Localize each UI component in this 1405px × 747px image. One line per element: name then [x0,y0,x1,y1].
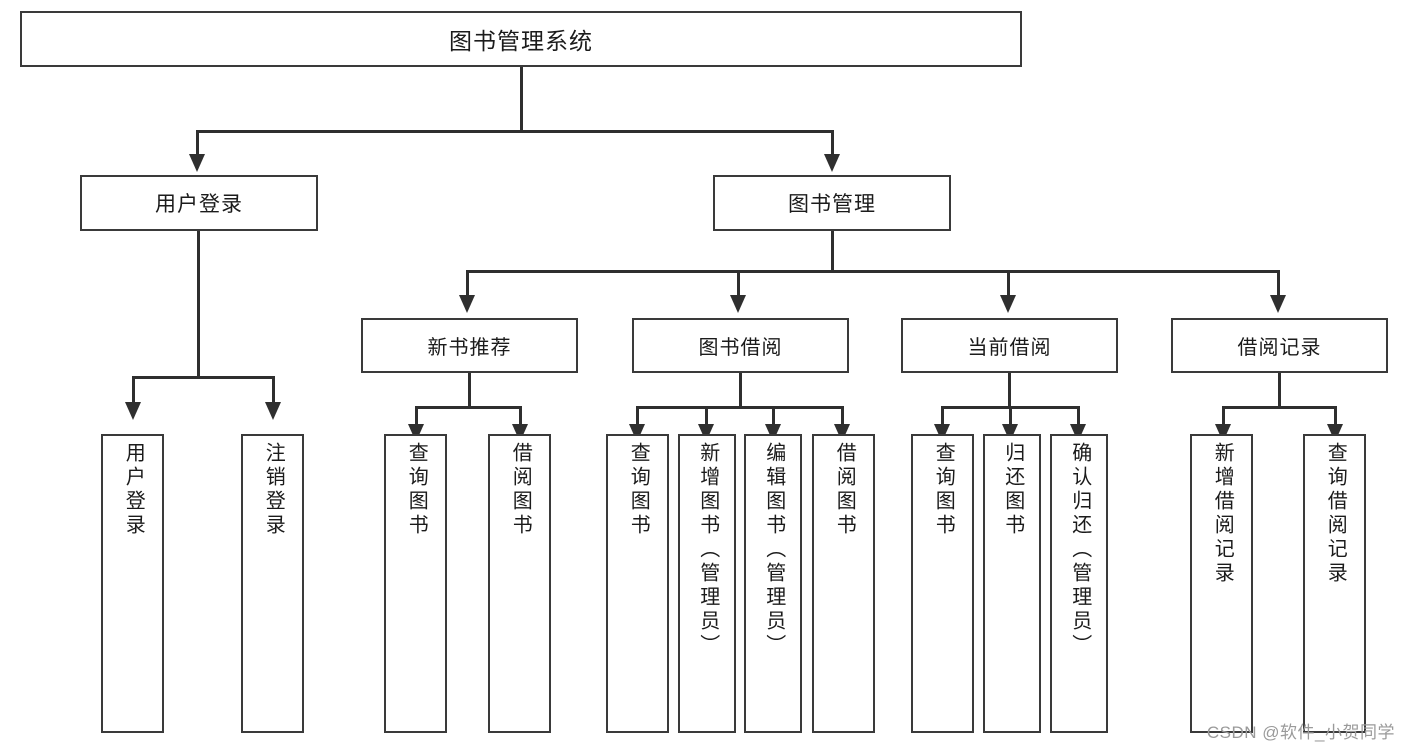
arrowhead-leaf-user-login-0 [125,402,141,420]
leaf-current-borrow-return[interactable]: 归还图书 [983,434,1041,733]
connector-drop-book-borrow [737,270,740,298]
node-user-login[interactable]: 用户登录 [80,175,318,231]
node-label: 用户登录 [155,193,243,216]
node-label: 用户登录 [122,442,145,538]
connector-drop-leaf-user-login-0 [132,376,135,405]
node-book-management[interactable]: 图书管理 [713,175,951,231]
node-label: 新增图书（管理员） [696,442,719,658]
node-label: 归还图书 [1001,442,1024,538]
connector-user-login-bus [132,376,275,379]
connector-drop-leaf-borrow-record-1 [1334,406,1337,428]
connector-drop-leaf-book-borrow-1 [705,406,708,428]
leaf-book-borrow-add-admin[interactable]: 新增图书（管理员） [678,434,736,733]
node-label: 新增借阅记录 [1211,442,1234,586]
node-current-borrow[interactable]: 当前借阅 [901,318,1118,373]
connector-drop-leaf-current-borrow-0 [941,406,944,428]
node-label: 查询图书 [405,442,428,538]
node-label: 查询借阅记录 [1324,442,1347,586]
connector-book-mgmt-stem [831,231,834,273]
node-new-book-recommend[interactable]: 新书推荐 [361,318,578,373]
connector-borrow-record-bus [1222,406,1337,409]
connector-drop-borrow-record [1277,270,1280,298]
node-label: 注销登录 [262,442,285,538]
connector-book-borrow-stem [739,373,742,409]
connector-current-borrow-stem [1008,373,1011,409]
connector-drop-book-mgmt [831,130,834,157]
arrowhead-book-borrow [730,295,746,313]
connector-drop-leaf-book-borrow-0 [636,406,639,428]
connector-user-login-stem [197,231,200,379]
connector-level1-bus [196,130,834,133]
leaf-borrow-record-add[interactable]: 新增借阅记录 [1190,434,1253,733]
node-label: 编辑图书（管理员） [762,442,785,658]
connector-drop-leaf-user-login-1 [272,376,275,405]
node-book-borrow[interactable]: 图书借阅 [632,318,849,373]
connector-root-stem [520,67,523,132]
node-label: 图书管理系统 [449,28,593,54]
node-label: 图书借阅 [698,337,783,359]
connector-drop-current-borrow [1007,270,1010,298]
node-root-library-system[interactable]: 图书管理系统 [20,11,1022,67]
arrowhead-current-borrow [1000,295,1016,313]
node-label: 借阅记录 [1237,337,1322,359]
connector-drop-leaf-new-book-0 [415,406,418,428]
node-label: 借阅图书 [833,442,856,538]
arrowhead-book-mgmt [824,154,840,172]
leaf-new-book-query[interactable]: 查询图书 [384,434,447,733]
connector-level2-bus [466,270,1278,273]
connector-drop-leaf-book-borrow-2 [772,406,775,428]
node-label: 查询图书 [932,442,955,538]
leaf-current-borrow-query[interactable]: 查询图书 [911,434,974,733]
arrowhead-new-book [459,295,475,313]
node-label: 当前借阅 [967,337,1052,359]
arrowhead-leaf-user-login-1 [265,402,281,420]
node-label: 确认归还（管理员） [1068,442,1091,658]
connector-drop-new-book [466,270,469,298]
connector-book-borrow-bus [636,406,844,409]
connector-drop-leaf-borrow-record-0 [1222,406,1225,428]
connector-new-book-stem [468,373,471,409]
leaf-book-borrow-edit-admin[interactable]: 编辑图书（管理员） [744,434,802,733]
connector-borrow-record-stem [1278,373,1281,409]
leaf-borrow-record-query[interactable]: 查询借阅记录 [1303,434,1366,733]
leaf-user-login-login[interactable]: 用户登录 [101,434,164,733]
connector-drop-leaf-current-borrow-2 [1077,406,1080,428]
node-label: 查询图书 [627,442,650,538]
leaf-new-book-borrow[interactable]: 借阅图书 [488,434,551,733]
arrowhead-user-login [189,154,205,172]
connector-new-book-bus [415,406,522,409]
node-label: 借阅图书 [509,442,532,538]
node-borrow-record[interactable]: 借阅记录 [1171,318,1388,373]
connector-drop-leaf-current-borrow-1 [1009,406,1012,428]
leaf-current-borrow-confirm-admin[interactable]: 确认归还（管理员） [1050,434,1108,733]
leaf-book-borrow-query[interactable]: 查询图书 [606,434,669,733]
connector-drop-leaf-book-borrow-3 [841,406,844,428]
arrowhead-borrow-record [1270,295,1286,313]
connector-drop-user-login [196,130,199,157]
node-label: 新书推荐 [427,337,512,359]
leaf-user-login-logout[interactable]: 注销登录 [241,434,304,733]
leaf-book-borrow-borrow[interactable]: 借阅图书 [812,434,875,733]
connector-drop-leaf-new-book-1 [519,406,522,428]
node-label: 图书管理 [788,193,876,216]
